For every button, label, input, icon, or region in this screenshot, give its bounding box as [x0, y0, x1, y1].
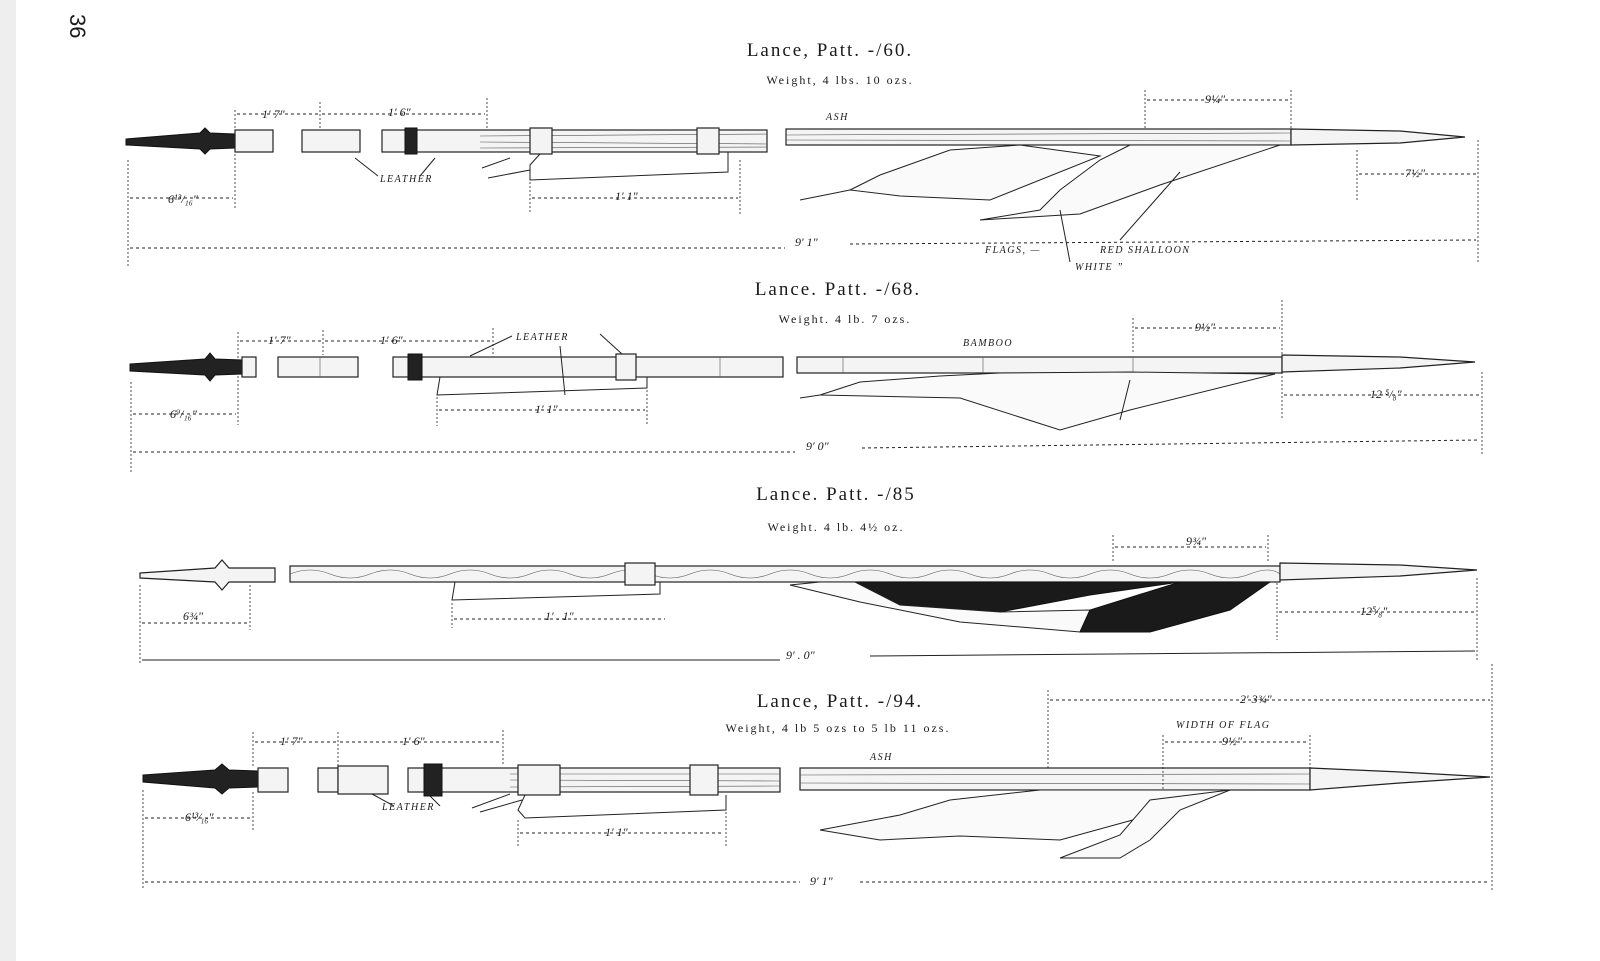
- lance-1868-segment-a: [277, 356, 359, 378]
- lance-1868-weight: Weight. 4 lb. 7 ozs.: [779, 312, 912, 326]
- lance-1885-shaft: [289, 565, 1281, 583]
- lance-1860-head: [1290, 128, 1466, 146]
- lance-1894-dim-butt: 6¹³⁄₁₆": [185, 810, 215, 824]
- lance-1868-material: BAMBOO: [963, 338, 1013, 349]
- lance-1894-dim-overall: 9' 1": [810, 874, 834, 888]
- lance-1860-sling: [529, 152, 729, 181]
- lance-1894-dim-sling: 1' 1": [605, 825, 629, 839]
- lance-1894-width-of-flag-label: WIDTH OF FLAG: [1176, 720, 1271, 731]
- page-edge-strip: [0, 0, 16, 961]
- lance-1860-material: ASH: [825, 112, 849, 123]
- lance-1894-material: ASH: [869, 752, 893, 763]
- lance-1885-title: Lance. Patt. -/85: [756, 484, 916, 505]
- lance-1868-butt-spike: [129, 352, 243, 382]
- lance-1860-shaft-lower: [381, 129, 768, 153]
- lance-1885-flag-dark-tail: [1079, 581, 1272, 633]
- lance-1894: Lance, Patt. -/94. Weight, 4 lb 5 ozs to…: [142, 664, 1493, 890]
- lance-1885: Lance. Patt. -/85 Weight. 4 lb. 4½ oz. 9…: [139, 484, 1478, 665]
- lance-1860-dim-sling: 1' 1": [615, 189, 639, 203]
- lance-1894-title: Lance, Patt. -/94.: [757, 691, 923, 712]
- lance-1894-sling: [517, 794, 727, 819]
- lance-1894-sling-ring-1: [517, 764, 561, 796]
- lance-1860-flag-white: [848, 144, 1102, 201]
- lance-1894-dim-seg1: 1' 7": [280, 734, 304, 748]
- lance-1894-segment-a: [317, 767, 339, 793]
- lance-1860-leather-label: LEATHER: [379, 174, 433, 185]
- lance-1860-sling-ring-2: [696, 127, 720, 155]
- lance-1868-leather-label: LEATHER: [515, 332, 569, 343]
- lance-1868-dim-flag: 9½": [1195, 320, 1216, 334]
- lance-1860-sling-ring-1: [529, 127, 553, 155]
- lance-1860-dim-butt: 6¹³/₁₆": [168, 192, 199, 206]
- lance-1885-sling: [451, 581, 661, 601]
- lance-1894-butt-segment: [257, 767, 289, 793]
- lance-1868-butt-segment: [241, 356, 257, 378]
- lance-1860-red-label: RED SHALLOON: [1099, 245, 1191, 256]
- lance-1868-shaft-lower: [392, 356, 784, 378]
- lance-1860-leather-band: [404, 127, 418, 155]
- lance-1868-dim-seg1: 1' 7": [268, 333, 292, 347]
- lance-1894-shaft-upper: [799, 767, 1311, 791]
- lance-1868-dim-sling: 1' 1": [535, 402, 559, 416]
- lance-1894-dim-seg2: 1' 6": [402, 734, 426, 748]
- lance-1894-leather-sleeve: [337, 765, 389, 795]
- lance-1894-butt-spike: [142, 763, 259, 795]
- lance-1860-butt-segment: [234, 129, 274, 153]
- lance-1894-flag-red: [1059, 789, 1231, 859]
- lance-1860-dim-overall: 9' 1": [795, 235, 819, 249]
- lance-1894-dim-flag: 9½": [1222, 734, 1243, 748]
- lance-1860-dim-seg1: 1' 7": [262, 107, 286, 121]
- lance-1860-segment-a: [301, 129, 361, 153]
- lance-1860-dim-head: 7½": [1405, 166, 1426, 180]
- lance-1860-butt-spike: [125, 127, 236, 155]
- lance-1868-dim-head: 12 ⁵/₈": [1370, 387, 1403, 401]
- lance-1860-shaft-upper: [785, 128, 1292, 146]
- lance-1860-flag-red: [979, 144, 1281, 221]
- lance-1885-dim-flag: 9¾": [1186, 534, 1207, 548]
- lance-1885-dim-sling: 1' . 1": [545, 609, 575, 623]
- lance-1860-weight: Weight, 4 lbs. 10 ozs.: [766, 73, 913, 87]
- lance-1860-flags-label: FLAGS, —: [984, 245, 1041, 256]
- lance-1868: Lance. Patt. -/68. Weight. 4 lb. 7 ozs. …: [129, 279, 1483, 472]
- lance-1894-head: [1309, 767, 1491, 791]
- lance-1868-dim-butt: 6⁹/₁₆": [170, 407, 198, 421]
- lance-1860-title: Lance, Patt. -/60.: [747, 40, 913, 61]
- lance-1894-shaft-lower: [407, 767, 781, 793]
- lance-1860-dim-seg2: 1' 6": [388, 105, 412, 119]
- lance-1894-sling-ring-2: [689, 764, 719, 796]
- lance-1894-leather-band: [423, 763, 443, 797]
- lance-1860: Lance, Patt. -/60. Weight, 4 lbs. 10 ozs…: [125, 40, 1479, 273]
- lance-1868-leather-band: [407, 353, 423, 381]
- lance-1885-weight: Weight. 4 lb. 4½ oz.: [767, 520, 904, 534]
- lance-1885-dim-overall: 9' . 0": [786, 648, 816, 662]
- lance-1860-dim-flag: 9¼": [1205, 92, 1226, 106]
- lance-1868-flag: [819, 371, 1276, 431]
- lance-1885-dim-butt: 6¾": [183, 609, 204, 623]
- lance-1860-white-label: WHITE ”: [1075, 262, 1124, 273]
- lance-1885-head: [1279, 562, 1478, 581]
- lance-1885-butt: [139, 559, 276, 591]
- lance-1885-sling-ring: [624, 562, 656, 586]
- lance-1868-title: Lance. Patt. -/68.: [755, 279, 921, 300]
- lance-1894-weight: Weight, 4 lb 5 ozs to 5 lb 11 ozs.: [726, 721, 951, 735]
- lance-1868-dim-overall: 9' 0": [806, 439, 830, 453]
- lance-1868-dim-seg2: 1' 6": [380, 333, 404, 347]
- lance-1868-sling-ring: [615, 353, 637, 381]
- lance-1894-leather-label: LEATHER: [381, 802, 435, 813]
- lance-1894-dim-top: 2' 3¾": [1240, 692, 1273, 706]
- lance-1868-shaft-upper: [796, 356, 1283, 374]
- lance-1868-sling: [436, 376, 648, 396]
- lance-1885-dim-head: 12⁵⁄₈": [1360, 604, 1388, 618]
- lance-1868-head: [1281, 354, 1476, 373]
